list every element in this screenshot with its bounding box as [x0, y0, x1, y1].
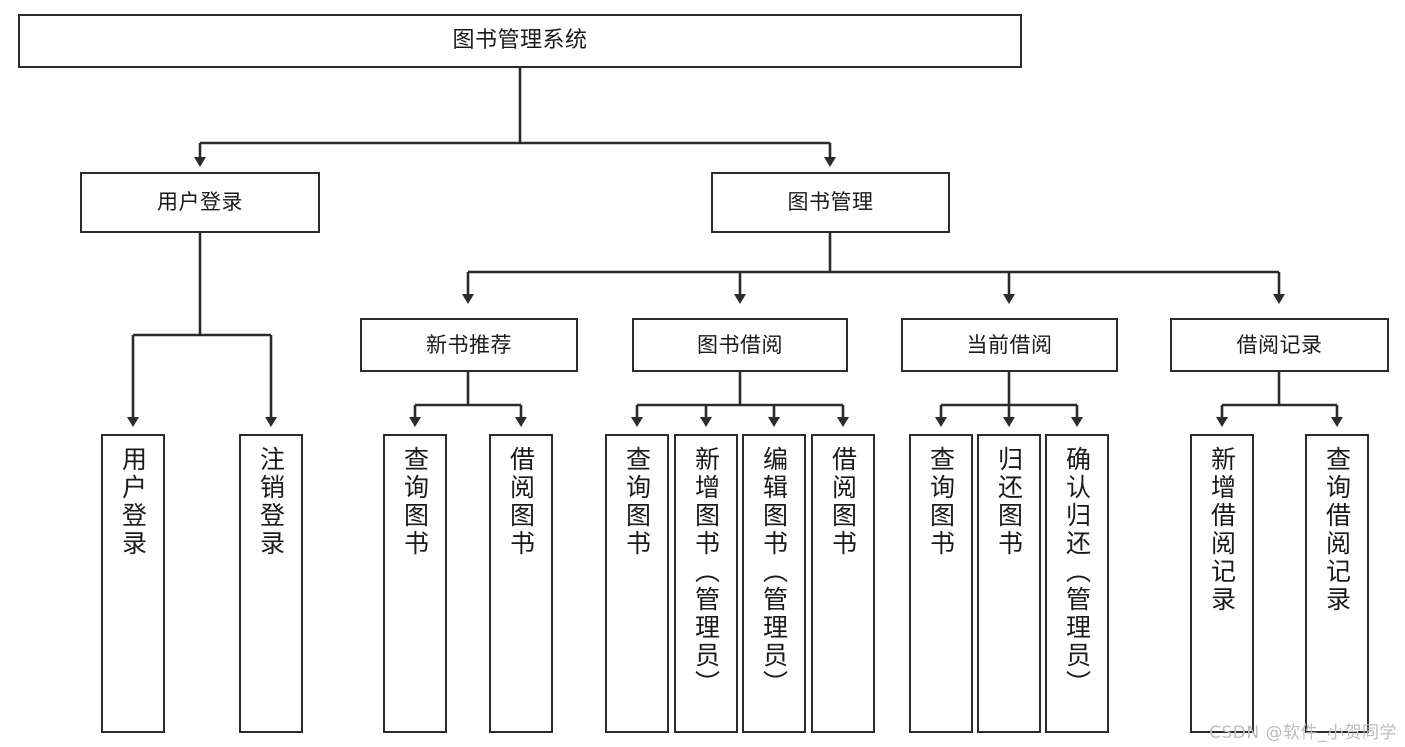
node-user-login[interactable]: 用户登录: [80, 172, 320, 233]
node-current-borrow[interactable]: 当前借阅: [901, 318, 1118, 372]
node-book-manage-label: 图书管理: [787, 190, 874, 215]
node-leaf-borrow-book-2[interactable]: 借阅图书: [811, 434, 875, 733]
node-current-borrow-label: 当前借阅: [966, 332, 1053, 357]
node-leaf-confirm-return-label: 确认归还（管理员）: [1062, 446, 1092, 698]
node-borrow-record-label: 借阅记录: [1236, 332, 1323, 357]
node-book-borrow[interactable]: 图书借阅: [632, 318, 848, 372]
node-root-label: 图书管理系统: [452, 28, 588, 54]
node-leaf-query-book-3[interactable]: 查询图书: [909, 434, 973, 733]
node-leaf-add-record-label: 新增借阅记录: [1207, 446, 1237, 614]
node-book-manage[interactable]: 图书管理: [711, 172, 950, 233]
node-leaf-add-record[interactable]: 新增借阅记录: [1190, 434, 1254, 733]
node-leaf-confirm-return[interactable]: 确认归还（管理员）: [1045, 434, 1109, 733]
node-leaf-add-book[interactable]: 新增图书（管理员）: [674, 434, 738, 733]
node-leaf-query-book-2-label: 查询图书: [622, 446, 652, 558]
node-leaf-edit-book-label: 编辑图书（管理员）: [759, 446, 789, 698]
node-leaf-borrow-book-1-label: 借阅图书: [506, 446, 536, 558]
node-leaf-borrow-book-1[interactable]: 借阅图书: [489, 434, 553, 733]
node-leaf-query-book-3-label: 查询图书: [926, 446, 956, 558]
node-new-book-recommend[interactable]: 新书推荐: [360, 318, 578, 372]
node-leaf-query-book-1[interactable]: 查询图书: [383, 434, 447, 733]
node-leaf-user-logout-label: 注销登录: [256, 446, 286, 558]
csdn-watermark: CSDN @软件_小贺同学: [1209, 723, 1397, 743]
node-leaf-query-book-1-label: 查询图书: [400, 446, 430, 558]
node-leaf-borrow-book-2-label: 借阅图书: [828, 446, 858, 558]
node-leaf-edit-book[interactable]: 编辑图书（管理员）: [742, 434, 806, 733]
node-new-book-recommend-label: 新书推荐: [426, 332, 512, 357]
node-leaf-user-logout[interactable]: 注销登录: [239, 434, 303, 733]
node-book-borrow-label: 图书借阅: [697, 332, 783, 357]
node-borrow-record[interactable]: 借阅记录: [1170, 318, 1389, 372]
node-leaf-query-book-2[interactable]: 查询图书: [605, 434, 669, 733]
node-leaf-query-record-label: 查询借阅记录: [1322, 446, 1352, 614]
node-leaf-return-book-label: 归还图书: [994, 446, 1024, 558]
node-user-login-label: 用户登录: [157, 190, 243, 215]
node-leaf-query-record[interactable]: 查询借阅记录: [1305, 434, 1369, 733]
node-leaf-user-login-label: 用户登录: [118, 446, 148, 558]
node-leaf-return-book[interactable]: 归还图书: [977, 434, 1041, 733]
node-root-system[interactable]: 图书管理系统: [18, 14, 1022, 68]
node-leaf-add-book-label: 新增图书（管理员）: [691, 446, 721, 698]
node-leaf-user-login[interactable]: 用户登录: [101, 434, 165, 733]
